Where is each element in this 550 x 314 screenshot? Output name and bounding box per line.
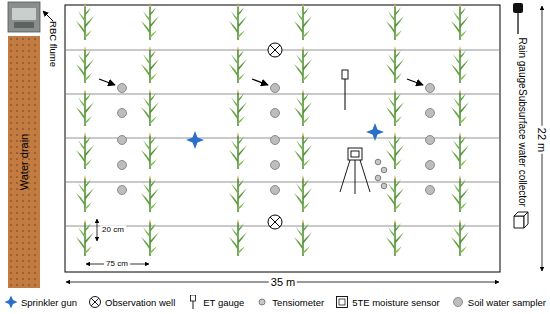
band-label: Water drain xyxy=(18,134,31,190)
sprinkler-guns xyxy=(186,123,384,149)
legend-item: Soil water sampler xyxy=(451,295,546,309)
maize-plants xyxy=(76,3,469,256)
dimension-label: 22 m xyxy=(536,126,549,154)
legend-label: 5TE moisture sensor xyxy=(352,297,440,308)
legend: Sprinkler gun Observation well ET gauge Ten… xyxy=(4,293,546,311)
sampler-arrows xyxy=(99,79,423,85)
legend-symbol xyxy=(337,297,348,308)
spacing-label: 20 cm xyxy=(100,225,126,234)
furrow-lines xyxy=(66,50,499,226)
legend-swatch xyxy=(186,295,200,309)
legend-label: Observation well xyxy=(105,297,175,308)
rbc-flume-picture xyxy=(8,2,40,32)
legend-item: Sprinkler gun xyxy=(4,295,77,309)
field-border xyxy=(65,5,500,272)
water-drain-band: Water drain xyxy=(8,36,40,288)
tensiometers xyxy=(375,159,387,189)
water-collector-cube xyxy=(514,212,528,228)
legend-symbol xyxy=(259,299,265,305)
flume-label: RBC flume xyxy=(48,21,59,67)
observation-wells xyxy=(268,43,282,229)
dimension-lines xyxy=(66,6,542,282)
et-gauge xyxy=(342,70,348,110)
legend-label: Soil water sampler xyxy=(468,297,546,308)
legend-swatch xyxy=(88,295,102,309)
moisture-sensor-tripod xyxy=(340,148,370,194)
rain-gauge-picture xyxy=(513,3,523,34)
legend-swatch xyxy=(255,295,269,309)
rain-gauge-label: Rain gauge xyxy=(516,37,528,88)
spacing-label: 75 cm xyxy=(104,259,130,268)
legend-label: ET gauge xyxy=(203,297,244,308)
legend-symbol xyxy=(453,298,462,307)
legend-label: Tensiometer xyxy=(272,297,324,308)
legend-symbol xyxy=(90,297,101,308)
legend-swatch xyxy=(4,295,18,309)
legend-item: ET gauge xyxy=(186,295,244,309)
legend-symbol xyxy=(191,295,196,309)
legend-symbol xyxy=(5,296,18,309)
soil-water-samplers xyxy=(118,84,435,195)
legend-item: Tensiometer xyxy=(255,295,324,309)
legend-label: Sprinkler gun xyxy=(21,297,77,308)
flume-pointer xyxy=(43,11,53,21)
dimension-label: 35 m xyxy=(269,276,297,289)
legend-item: Observation well xyxy=(88,295,175,309)
legend-swatch xyxy=(335,295,349,309)
legend-swatch xyxy=(451,295,465,309)
collector-label: Subsurface water collector xyxy=(516,89,528,207)
legend-item: 5TE moisture sensor xyxy=(335,295,440,309)
